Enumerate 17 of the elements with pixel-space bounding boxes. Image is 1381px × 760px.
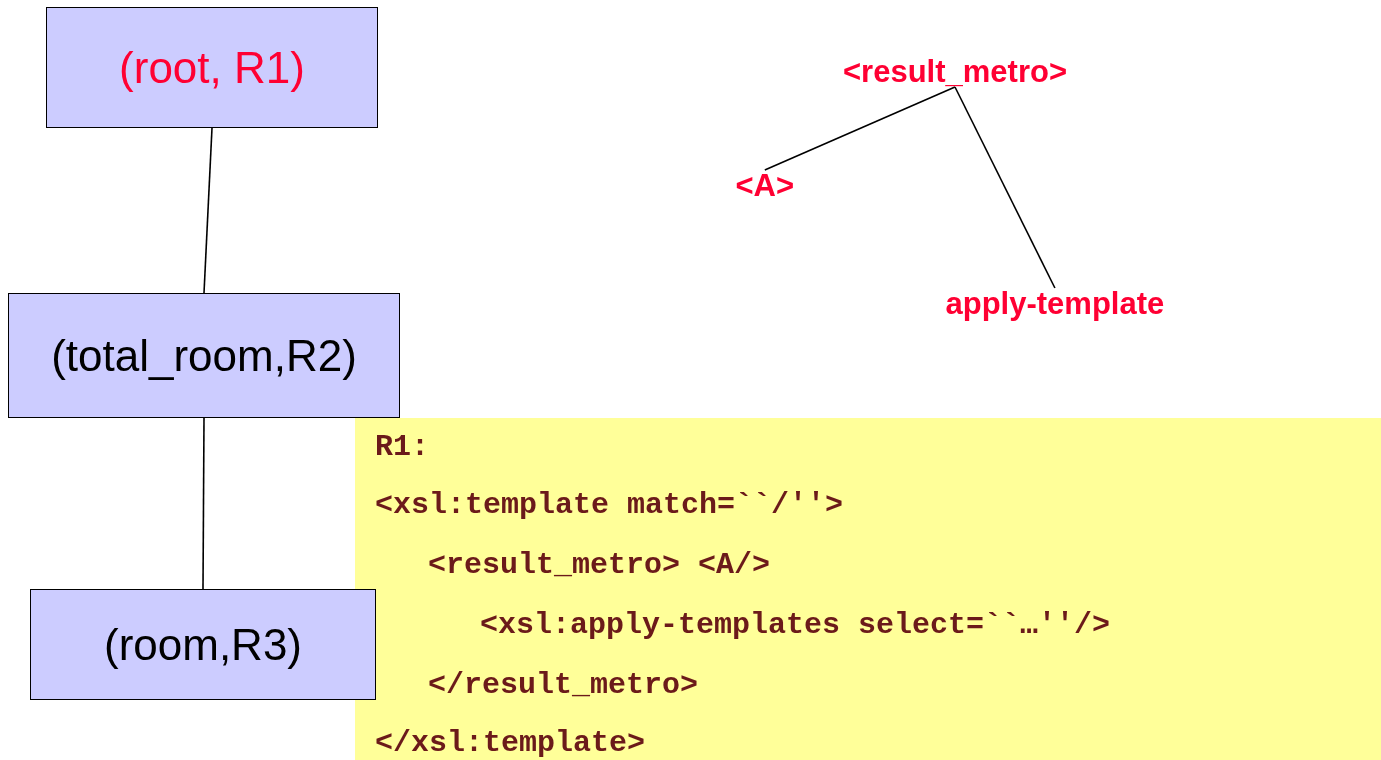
- tree-node-box: (room,R3): [30, 589, 376, 700]
- code-line: <xsl:template match=``/''>: [375, 490, 844, 520]
- code-line: <xsl:apply-templates select=``…''/>: [480, 610, 1111, 640]
- element-label: <result_metro>: [843, 56, 1067, 87]
- code-line: <result_metro> <A/>: [428, 550, 771, 580]
- tree-edge: [203, 127, 213, 294]
- element-label: <A>: [735, 170, 795, 201]
- code-line: R1:: [375, 432, 429, 462]
- code-line: </xsl:template>: [375, 728, 646, 758]
- tree-node-box: (root, R1): [46, 7, 378, 128]
- tree-edge: [954, 86, 1056, 289]
- element-label: apply-template: [945, 288, 1165, 319]
- tree-edge: [202, 417, 205, 590]
- tree-edge: [764, 86, 956, 171]
- code-line: </result_metro>: [428, 670, 699, 700]
- code-panel: [355, 418, 1381, 760]
- tree-node-box: (total_room,R2): [8, 293, 400, 418]
